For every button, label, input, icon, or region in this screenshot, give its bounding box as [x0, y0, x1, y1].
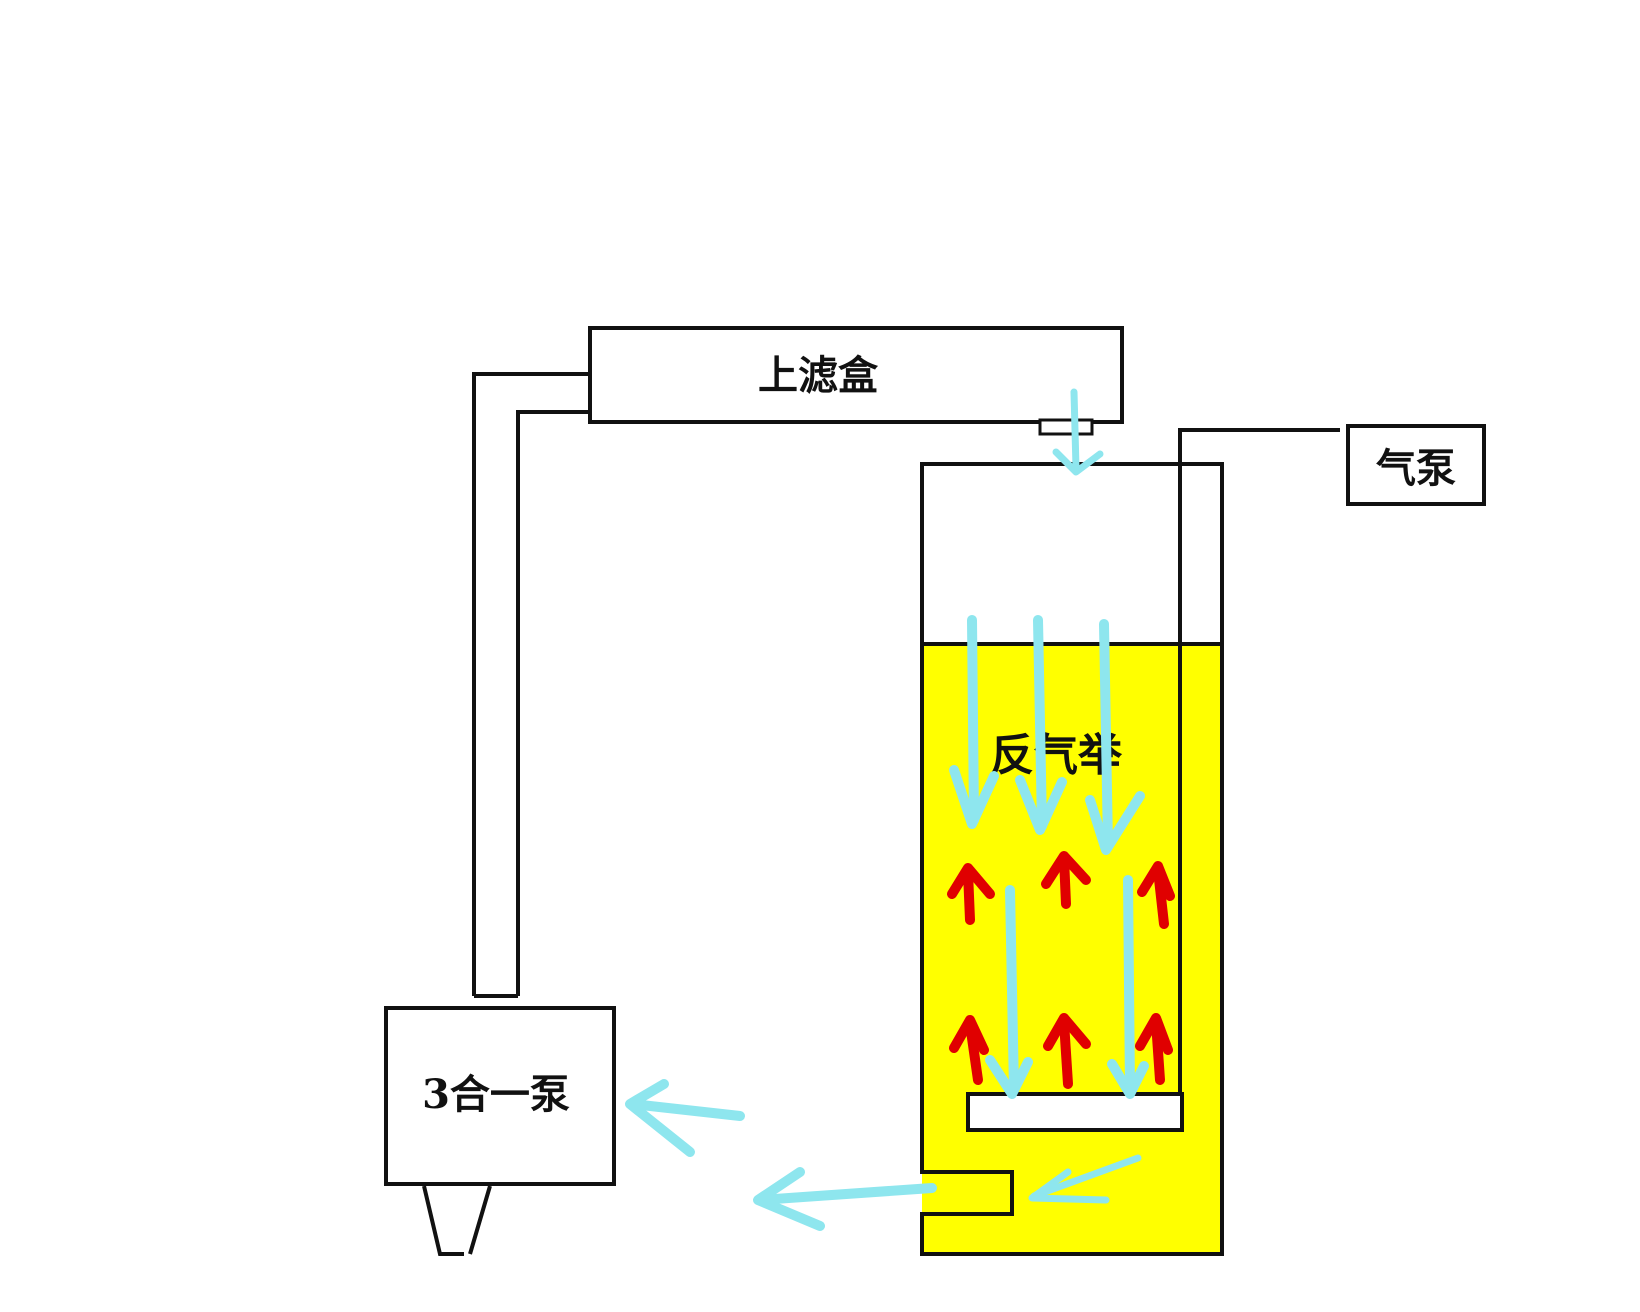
air-arrow-up-2 [1041, 851, 1091, 909]
flow-arrow-down-2 [1015, 615, 1067, 835]
flow-arrow-down-3 [1085, 619, 1145, 855]
air-arrow-up-6 [1135, 1013, 1173, 1085]
top-filter-box: 上滤盒 [588, 326, 1124, 424]
pump-3in1-label: 3合一泵 [422, 1071, 570, 1118]
air-arrow-up-5 [1043, 1013, 1091, 1089]
return-pipe [472, 372, 590, 998]
air-pump-box: 气泵 [1346, 424, 1486, 506]
air-arrow-up-1 [947, 863, 995, 925]
top-filter-label: 上滤盒 [758, 352, 879, 399]
flow-arrow-outlet-left [753, 1167, 937, 1231]
filter-outlet [1038, 418, 1094, 436]
air-arrow-up-4 [949, 1015, 989, 1085]
air-pump-label: 气泵 [1376, 445, 1456, 492]
down-flow-arrows [625, 388, 1149, 1231]
reverse-airlift-label: 反气举 [990, 730, 1123, 781]
flow-arrow-down-1 [949, 615, 999, 829]
pump-3in1-box: 3合一泵 [384, 1006, 616, 1256]
air-arrow-up-3 [1137, 861, 1175, 929]
flow-arrow-to-outlet [1028, 1154, 1142, 1204]
flow-arrow-down-4 [985, 885, 1033, 1099]
air-up-arrows [947, 851, 1175, 1089]
air-line [1178, 428, 1340, 1096]
flow-arrow-into-pump [625, 1079, 745, 1157]
bottom-diffuser-plate [966, 1092, 1184, 1132]
flow-arrow-down-5 [1107, 875, 1149, 1099]
flow-arrow-filter-outlet [1052, 388, 1104, 476]
